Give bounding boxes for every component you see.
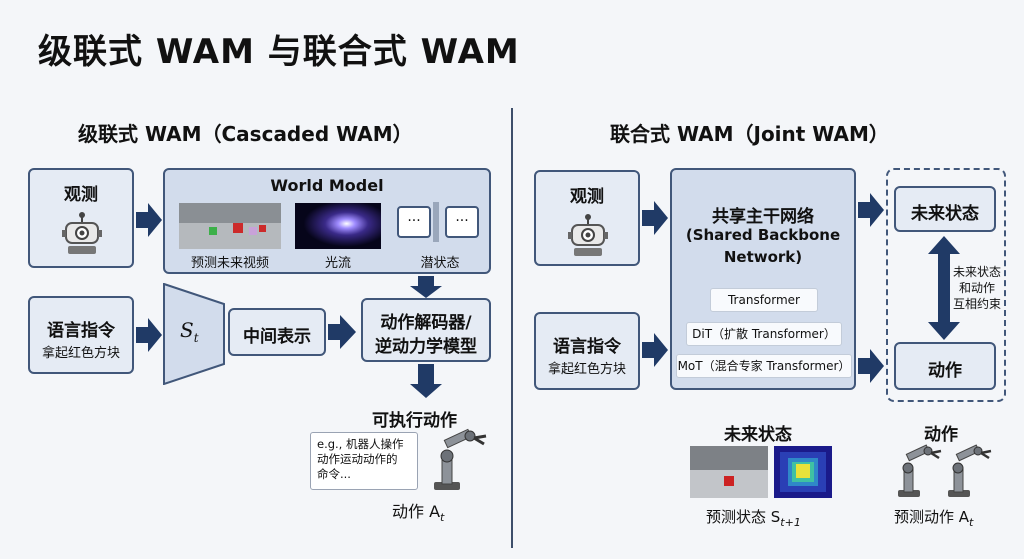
world-model-box: World Model 预测未来视频 光流 ··· ··· 潜状态 bbox=[163, 168, 491, 274]
future-state-label: 未来状态 bbox=[911, 204, 979, 224]
optical-flow-thumbnail bbox=[295, 203, 381, 249]
chip-mot: MoT（混合专家 Transformer） bbox=[676, 354, 852, 378]
bottom-action-caption: 预测动作 At bbox=[894, 508, 974, 529]
future-state-heatmap-thumbnail bbox=[774, 446, 832, 498]
joint-camera-robot-icon bbox=[568, 214, 608, 256]
language-sub: 拿起红色方块 bbox=[41, 346, 120, 361]
state-trapezoid bbox=[163, 283, 225, 385]
joint-action-box: 动作 bbox=[894, 342, 996, 390]
backbone-line-2: (Shared Backbone bbox=[685, 226, 841, 244]
arrow-backbone-to-action bbox=[858, 349, 884, 383]
decoder-box: 动作解码器/ 逆动力学模型 bbox=[361, 298, 491, 362]
joint-action-label: 动作 bbox=[928, 361, 962, 381]
bottom-action-label: 动作 bbox=[924, 425, 958, 445]
joint-output-region bbox=[886, 168, 1006, 402]
action-label: 动作 At bbox=[392, 502, 445, 525]
wm-item-latent: 潜状态 bbox=[420, 256, 460, 271]
example-command-box: e.g., 机器人操作 动作运动动作的 命令... bbox=[310, 432, 418, 490]
future-state-box: 未来状态 bbox=[894, 186, 996, 232]
camera-robot-icon bbox=[62, 212, 102, 254]
joint-language-box: 语言指令 拿起红色方块 bbox=[534, 312, 640, 390]
future-state-render-thumbnail bbox=[690, 446, 768, 498]
chip-transformer: Transformer bbox=[710, 288, 818, 312]
constraint-text: 未来状态 和动作 互相约束 bbox=[952, 265, 1001, 311]
latent-box-1: ··· bbox=[397, 206, 431, 238]
decoder-label-2: 逆动力学模型 bbox=[375, 337, 477, 357]
cascaded-language-box: 语言指令 拿起红色方块 bbox=[28, 296, 134, 374]
page-title: 级联式 WAM 与联合式 WAM bbox=[38, 32, 520, 72]
cascaded-heading: 级联式 WAM（Cascaded WAM） bbox=[78, 122, 413, 146]
joint-heading: 联合式 WAM（Joint WAM） bbox=[610, 122, 889, 146]
intermediate-label: 中间表示 bbox=[243, 327, 311, 347]
example-line-3: 命令... bbox=[317, 467, 351, 481]
cascaded-observation-box: 观测 bbox=[28, 168, 134, 268]
arrow-decoder-to-action bbox=[410, 364, 442, 398]
example-line-2: 动作运动动作的 bbox=[317, 452, 398, 466]
arrow-joint-lang-to-backbone bbox=[642, 333, 668, 367]
latent-box-2: ··· bbox=[445, 206, 479, 238]
wm-item-flow: 光流 bbox=[324, 256, 351, 271]
arrow-joint-obs-to-backbone bbox=[642, 201, 668, 235]
bottom-future-label: 未来状态 bbox=[724, 425, 792, 445]
example-line-1: e.g., 机器人操作 bbox=[317, 437, 404, 451]
joint-observation-label: 观测 bbox=[570, 187, 604, 207]
wm-item-video: 预测未来视频 bbox=[190, 256, 269, 271]
arrow-intermediate-to-decoder bbox=[328, 315, 356, 349]
section-divider bbox=[511, 108, 513, 548]
chip-dit: DiT（扩散 Transformer） bbox=[686, 322, 842, 346]
joint-language-label: 语言指令 bbox=[553, 337, 621, 357]
arrow-backbone-to-future bbox=[858, 193, 884, 227]
backbone-line-1: 共享主干网络 bbox=[712, 207, 814, 227]
shared-backbone-box: 共享主干网络 (Shared Backbone Network) Transfo… bbox=[670, 168, 856, 390]
executable-label: 可执行动作 bbox=[372, 411, 457, 431]
world-model-label: World Model bbox=[270, 176, 384, 195]
language-label: 语言指令 bbox=[47, 321, 115, 341]
predicted-video-thumbnail bbox=[179, 203, 281, 249]
intermediate-box: 中间表示 bbox=[228, 308, 326, 356]
arrow-wm-to-decoder bbox=[410, 276, 442, 298]
state-symbol: St bbox=[180, 318, 199, 345]
latent-bar bbox=[433, 202, 439, 242]
decoder-label-1: 动作解码器/ bbox=[380, 313, 472, 333]
joint-language-sub: 拿起红色方块 bbox=[547, 362, 626, 377]
joint-observation-box: 观测 bbox=[534, 170, 640, 266]
dual-robot-arm-icon bbox=[898, 444, 992, 497]
arrow-mutual-constraint bbox=[928, 236, 960, 340]
robot-arm-icon bbox=[434, 428, 487, 490]
arrow-lang-to-state bbox=[136, 318, 162, 352]
observation-label: 观测 bbox=[64, 185, 98, 205]
arrow-obs-to-wm bbox=[136, 203, 162, 237]
bottom-future-caption: 预测状态 St+1 bbox=[706, 508, 801, 529]
backbone-line-3: Network) bbox=[723, 248, 803, 266]
